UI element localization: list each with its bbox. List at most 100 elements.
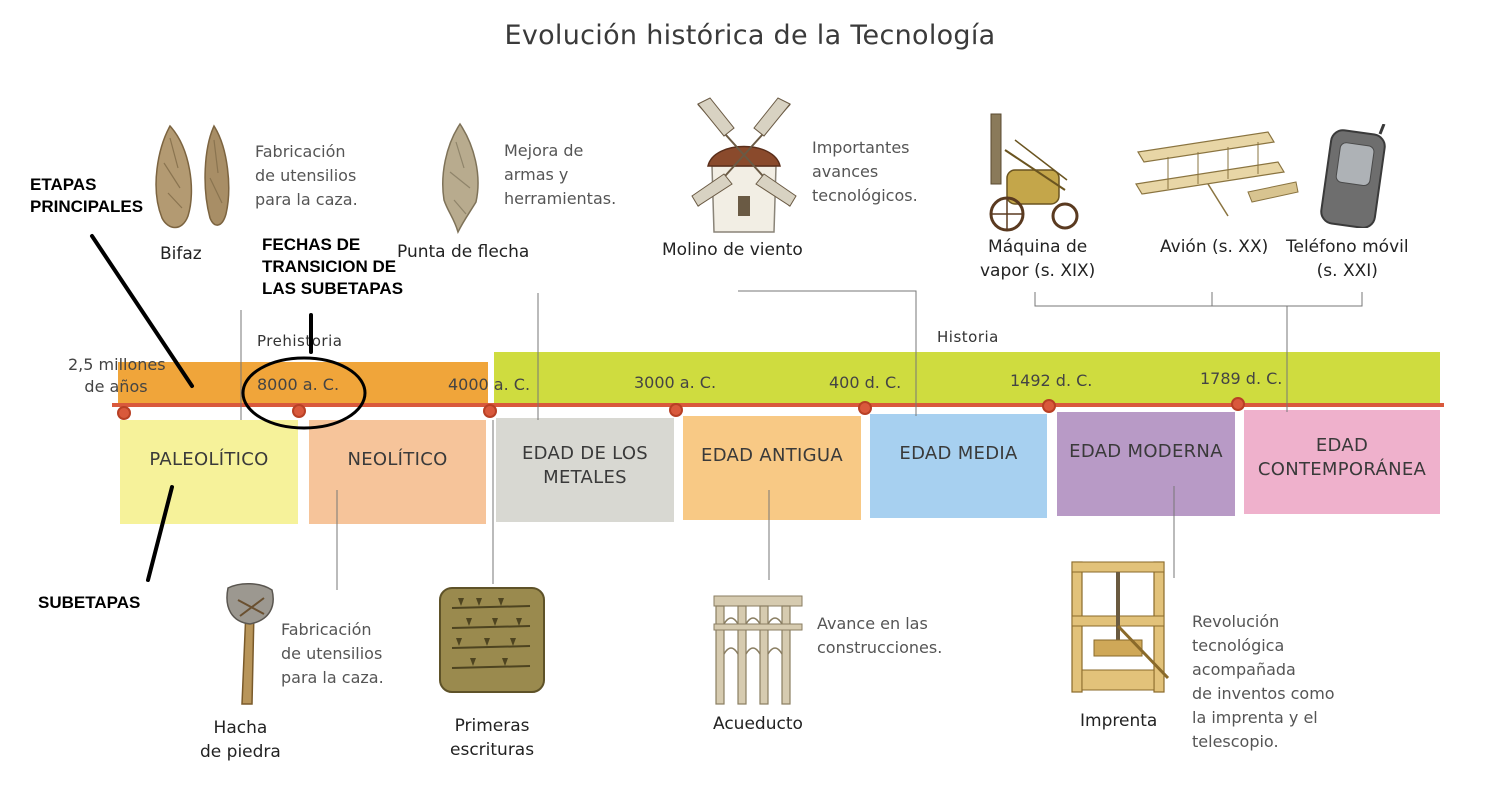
desc-line: para la caza.: [281, 668, 384, 687]
bifaz-description: Fabricación de utensilios para la caza.: [255, 140, 358, 212]
desc-line: tecnológicos.: [812, 186, 918, 205]
period-label: EDAD MEDIA: [899, 443, 1018, 464]
stone-axe-icon: [226, 583, 274, 705]
desc-line: Mejora de: [504, 141, 584, 160]
period-label: EDAD ANTIGUA: [701, 445, 843, 466]
desc-line: Fabricación: [281, 620, 372, 639]
desc-line: avances: [812, 162, 879, 181]
period-paleolitico: PALEOLÍTICO: [120, 420, 298, 524]
period-label: EDAD DE LOS: [521, 443, 649, 464]
windmill-label: Molino de viento: [662, 240, 803, 260]
date-4000-bc: 4000 a. C.: [448, 375, 531, 394]
steam-engine-icon: [989, 113, 1079, 232]
annotation-line: PRINCIPALES: [30, 197, 144, 216]
desc-line: tecnológica: [1192, 636, 1285, 655]
period-moderna: EDAD MODERNA: [1057, 412, 1235, 516]
aqueduct-label: Acueducto: [713, 714, 803, 734]
label-line: Hacha: [213, 718, 268, 738]
desc-line: armas y: [504, 165, 569, 184]
annotation-line: LAS SUBETAPAS: [262, 279, 404, 298]
annotation-arrow-stages: [90, 234, 194, 388]
era-prehistory: Prehistoria: [257, 332, 343, 350]
date-3000-bc: 3000 a. C.: [634, 373, 717, 392]
arrowhead-label: Punta de flecha: [397, 242, 530, 262]
period-label: CONTEMPORÁNEA: [1257, 459, 1427, 480]
mobile-phone-label: Teléfono móvil (s. XXI): [1286, 235, 1409, 283]
timeline-dot: [1231, 397, 1245, 411]
bifaz-label: Bifaz: [160, 244, 202, 264]
period-media: EDAD MEDIA: [870, 414, 1047, 518]
label-line: Teléfono móvil: [1286, 237, 1409, 257]
timeline-dot: [483, 404, 497, 418]
mobile-phone-icon: [1320, 124, 1386, 228]
bifaz-icon: [155, 124, 230, 229]
period-label: EDAD MODERNA: [1069, 441, 1223, 462]
desc-line: construcciones.: [817, 638, 943, 657]
aqueduct-description: Avance en las construcciones.: [817, 612, 942, 660]
period-label: PALEOLÍTICO: [149, 449, 269, 470]
desc-line: de inventos como: [1192, 684, 1335, 703]
annotation-main-stages: ETAPAS PRINCIPALES: [30, 174, 143, 218]
timeline-dot: [117, 406, 131, 420]
desc-line: para la caza.: [255, 190, 358, 209]
annotation-transition-dates: FECHAS DE TRANSICION DE LAS SUBETAPAS: [262, 234, 403, 300]
windmill-description: Importantes avances tecnológicos.: [812, 136, 918, 208]
period-contemporanea: EDAD CONTEMPORÁNEA: [1244, 410, 1440, 514]
writing-label: Primeras escrituras: [450, 714, 534, 762]
connector-line: [1034, 292, 1363, 307]
desc-line: de utensilios: [281, 644, 383, 663]
desc-line: Avance en las: [817, 614, 928, 633]
date-start-line-1: 2,5 millones: [68, 355, 166, 374]
era-history: Historia: [937, 328, 999, 346]
airplane-icon: [1135, 131, 1299, 217]
desc-line: la imprenta y el: [1192, 708, 1318, 727]
label-line: (s. XXI): [1316, 261, 1378, 281]
desc-line: acompañada: [1192, 660, 1296, 679]
date-start-line-2: de años: [84, 377, 148, 396]
label-line: de piedra: [200, 742, 281, 762]
date-8000-bc: 8000 a. C.: [257, 375, 340, 394]
arrowhead-icon: [442, 122, 479, 235]
label-line: Primeras: [454, 716, 530, 736]
airplane-label: Avión (s. XX): [1160, 237, 1269, 257]
stone-axe-label: Hacha de piedra: [200, 716, 281, 764]
annotation-line: ETAPAS: [30, 175, 97, 194]
annotation-line: FECHAS DE: [262, 235, 361, 254]
date-1492-ad: 1492 d. C.: [1010, 371, 1093, 390]
printing-press-icon: [1071, 561, 1170, 693]
arrowhead-description: Mejora de armas y herramientas.: [504, 139, 616, 211]
stone-axe-description: Fabricación de utensilios para la caza.: [281, 618, 384, 690]
label-line: vapor (s. XIX): [980, 261, 1096, 281]
diagram-title: Evolución histórica de la Tecnología: [504, 20, 996, 51]
label-line: escrituras: [450, 740, 535, 760]
timeline-dot: [1042, 399, 1056, 413]
date-start: 2,5 millones de años: [68, 354, 166, 398]
period-metales: EDAD DE LOS METALES: [496, 418, 674, 522]
clay-tablet-icon: [439, 587, 545, 693]
period-neolitico: NEOLÍTICO: [309, 420, 486, 524]
label-line: Máquina de: [988, 237, 1088, 257]
timeline-dot: [669, 403, 683, 417]
period-label: NEOLÍTICO: [347, 449, 448, 470]
timeline-line: [112, 403, 1444, 407]
date-400-ad: 400 d. C.: [829, 373, 902, 392]
timeline-dot: [858, 401, 872, 415]
desc-line: Fabricación: [255, 142, 346, 161]
desc-line: Revolución: [1192, 612, 1280, 631]
printing-press-description: Revolución tecnológica acompañada de inv…: [1192, 610, 1335, 754]
period-antigua: EDAD ANTIGUA: [683, 416, 861, 520]
windmill-icon: [691, 97, 797, 233]
desc-line: telescopio.: [1192, 732, 1279, 751]
period-label: EDAD: [1315, 435, 1369, 456]
timeline-band: [118, 352, 1440, 404]
timeline-dot: [292, 404, 306, 418]
printing-press-label: Imprenta: [1080, 711, 1158, 731]
date-1789-ad: 1789 d. C.: [1200, 369, 1283, 388]
desc-line: de utensilios: [255, 166, 357, 185]
annotation-line: TRANSICION DE: [262, 257, 397, 276]
annotation-arrow-substages: [146, 485, 174, 582]
annotation-substages: SUBETAPAS: [38, 593, 141, 612]
highlight-circle: [241, 356, 367, 430]
connector-line: [738, 290, 917, 416]
